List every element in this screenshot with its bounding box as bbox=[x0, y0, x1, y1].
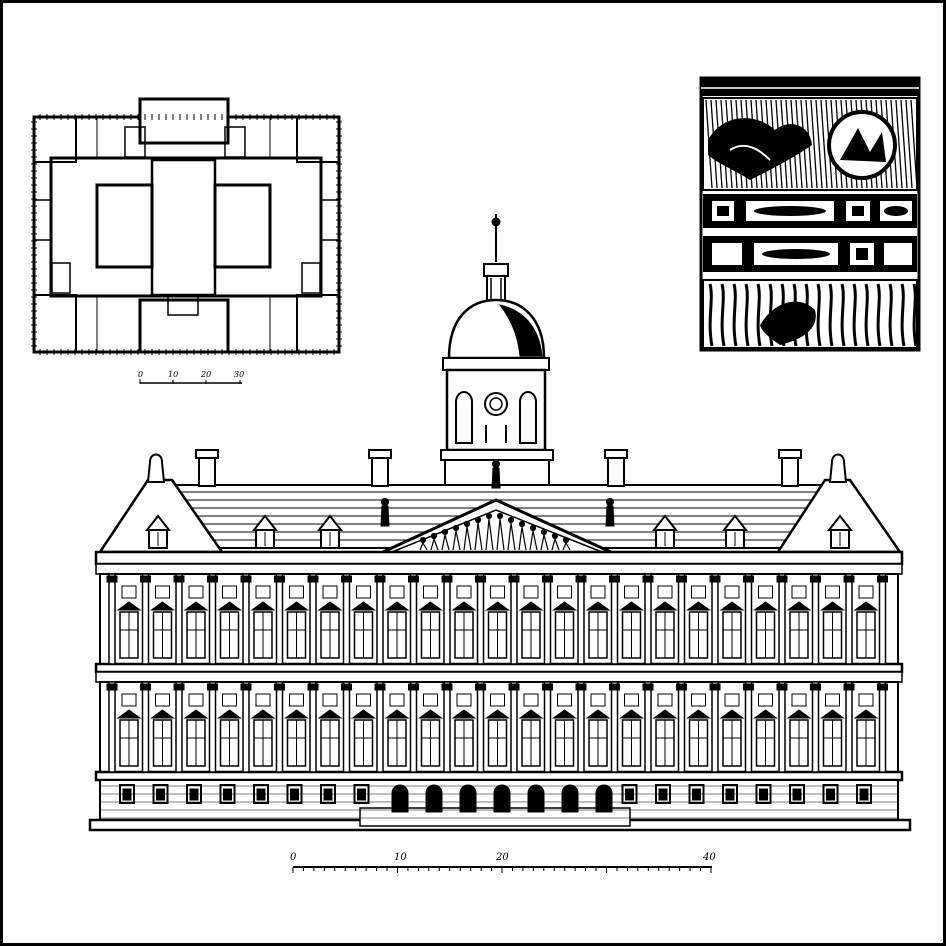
elevation-scale-label-40: 40 bbox=[702, 852, 716, 863]
ornament-detail bbox=[699, 76, 921, 352]
plan-scale-label-10: 10 bbox=[168, 370, 178, 379]
plan-scale-label-0: 0 bbox=[138, 370, 143, 379]
floor-plan-wall-ticks bbox=[31, 114, 342, 355]
elevation bbox=[88, 214, 912, 832]
plan-scale-label-30: 30 bbox=[234, 370, 244, 379]
plan-scale-bar: 0 10 20 30 bbox=[138, 370, 244, 384]
clock bbox=[484, 392, 508, 416]
elevation-scale-bar: 0 10 20 40 bbox=[290, 852, 716, 873]
plan-scale-label-20: 20 bbox=[200, 370, 211, 379]
elevation-scale-label-10: 10 bbox=[394, 852, 407, 863]
elevation-scale-label-0: 0 bbox=[290, 852, 297, 863]
elevation-scale-label-20: 20 bbox=[495, 852, 509, 863]
